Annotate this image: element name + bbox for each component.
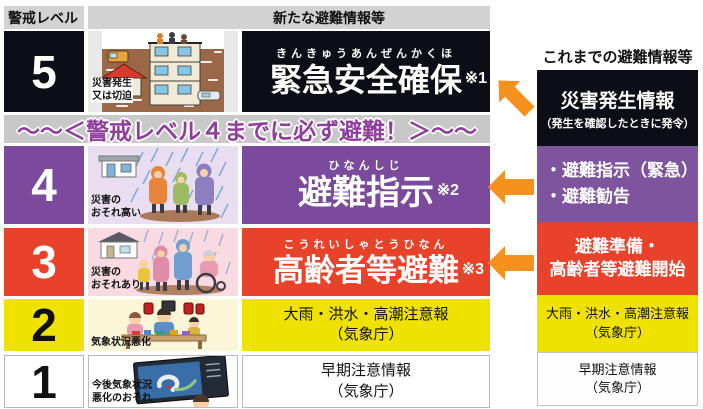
flood-scene-icon	[100, 31, 224, 112]
elderly-evacuation-icon	[98, 229, 231, 295]
level-2-illustration: 気象状況悪化	[88, 299, 238, 351]
level-3-number: 3	[4, 228, 84, 296]
level-4-furigana: ひなんしじ	[328, 160, 404, 173]
family-preparing-icon	[121, 300, 207, 349]
right-box-evacuation-prep: 避難準備・ 高齢者等避難開始	[537, 222, 698, 295]
level-4-action: 避難指示※2	[298, 174, 459, 213]
level-5-illustration: 災害発生 又は切迫	[88, 31, 238, 112]
right-panel-title: これまでの避難情報等	[542, 49, 693, 66]
level-4-illustration: 災害の おそれ高い	[88, 146, 238, 224]
level-5-furigana: きんきゅうあんぜんかくほ	[276, 47, 456, 60]
advisory-line1: 大雨・洪水・高潮注意報	[545, 306, 689, 322]
right-box-advisory: 大雨・洪水・高潮注意報 （気象庁）	[537, 295, 698, 352]
evacuation-prep-line1: 避難準備・	[575, 236, 660, 256]
tv-weather-news-icon	[133, 356, 229, 407]
level-3-illustration: 災害の おそれあり	[88, 228, 238, 296]
right-box-early-warning: 早期注意情報 （気象庁）	[537, 352, 698, 406]
level-4-caption: 災害の おそれ高い	[91, 195, 141, 219]
level-5-number: 5	[4, 31, 84, 112]
disaster-occurrence-label: 災害発生情報	[560, 90, 675, 112]
arrow-level5-icon	[498, 80, 535, 117]
level-4-number: 4	[4, 146, 84, 224]
right-box-disaster-occurrence: 災害発生情報 （発生を確認したときに発令）	[537, 70, 698, 146]
right-box-evacuation-order: ・避難指示（緊急） ・避難勧告	[537, 146, 698, 222]
level-4-action-cell: ひなんしじ 避難指示※2	[242, 146, 490, 224]
band-text: ～～＜警戒レベル４までに必ず避難！＞～～	[17, 118, 477, 144]
evacuation-order-line1: ・避難指示（緊急）	[545, 160, 698, 180]
arrow-level4-icon	[488, 170, 534, 204]
level-5-action-cell: きんきゅうあんぜんかくほ 緊急安全確保※1	[242, 31, 490, 112]
evacuation-prep-line2: 高齢者等避難開始	[549, 259, 686, 279]
level-3-action: 高齢者等避難※3	[273, 252, 484, 288]
level-3-caption: 災害の おそれあり	[91, 267, 141, 291]
level-1-info: 早期注意情報 （気象庁）	[320, 362, 411, 400]
level-3-note: ※3	[461, 260, 484, 278]
level-2-caption: 気象状況悪化	[91, 336, 151, 348]
level-2-info-cell: 大雨・洪水・高潮注意報 （気象庁）	[242, 299, 490, 351]
level-3-furigana: こうれいしゃとうひなん	[283, 238, 449, 251]
evacuate-by-level4-band: ～～＜警戒レベル４までに必ず避難！＞～～	[4, 115, 490, 144]
level-2-info: 大雨・洪水・高潮注意報 （気象庁）	[283, 305, 449, 343]
disaster-occurrence-sub: （発生を確認したときに発令）	[540, 117, 695, 130]
level-1-number: 1	[4, 355, 84, 408]
header-new-info-label: 新たな避難情報等	[88, 6, 490, 29]
level-4-note: ※2	[436, 182, 459, 200]
level-1-illustration: 今後気象状況 悪化のおそれ	[88, 355, 238, 408]
early-warning-line2: （気象庁）	[584, 380, 650, 395]
rain-evacuation-icon	[98, 147, 229, 222]
level-5-note: ※1	[464, 69, 487, 87]
header-level-label: 警戒レベル	[4, 6, 84, 29]
evacuation-order-line2: ・避難勧告	[545, 187, 630, 206]
level-3-action-cell: こうれいしゃとうひなん 高齢者等避難※3	[242, 228, 490, 296]
early-warning-line1: 早期注意情報	[578, 361, 657, 377]
level-5-caption: 災害発生 又は切迫	[91, 78, 133, 103]
level-1-caption: 今後気象状況 悪化のおそれ	[92, 380, 152, 404]
level-5-action: 緊急安全確保※1	[269, 61, 487, 98]
arrow-level3-icon	[488, 246, 534, 280]
level-1-info-cell: 早期注意情報 （気象庁）	[242, 355, 490, 408]
level-2-number: 2	[4, 299, 84, 351]
advisory-line2: （気象庁）	[584, 324, 650, 340]
